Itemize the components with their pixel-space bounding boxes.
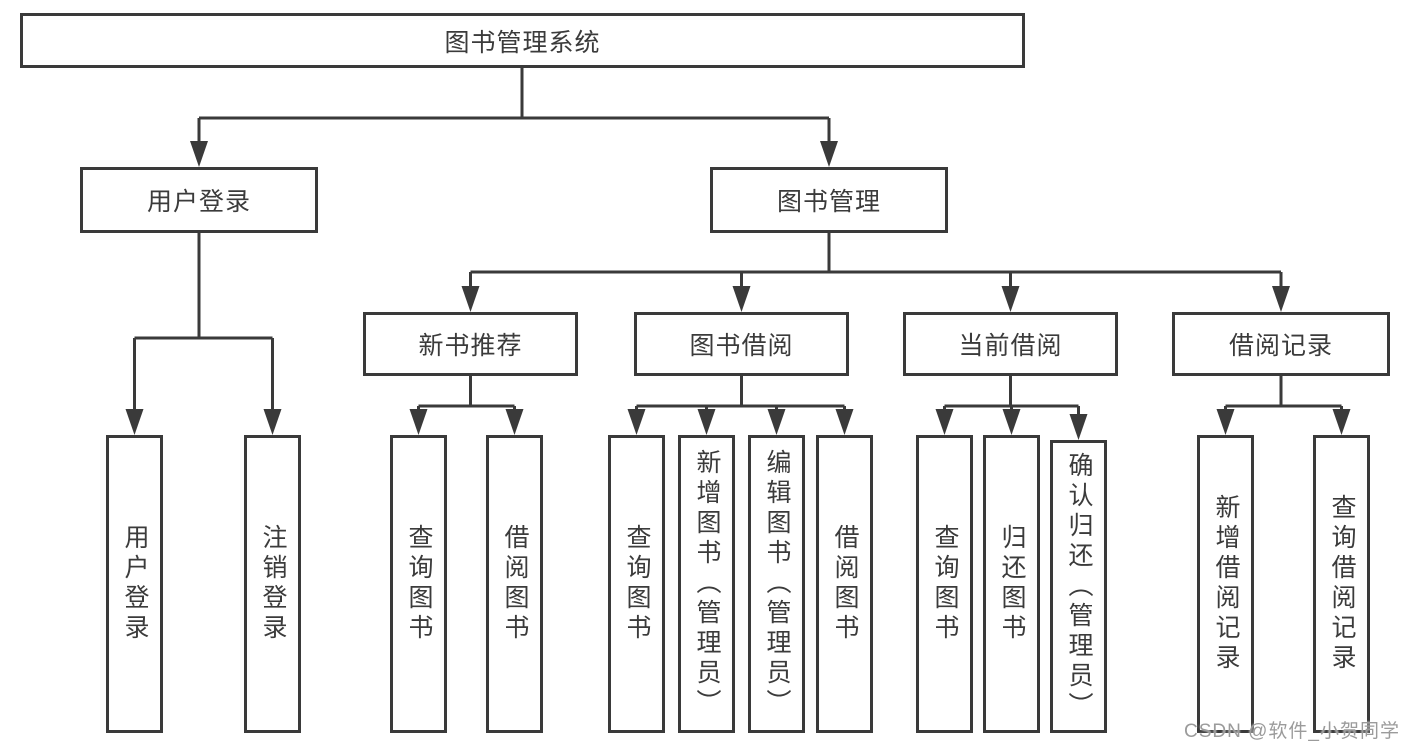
connector-bookborrow-to-leaves	[635, 376, 846, 410]
node-root: 图书管理系统	[20, 13, 1025, 68]
leaf-label: 查询图书	[931, 524, 959, 644]
leaf-edit-book-admin: 编辑图书（管理员）	[748, 435, 805, 733]
leaf-borrow-book-2: 借阅图书	[816, 435, 873, 733]
leaf-query-book-2: 查询图书	[608, 435, 665, 733]
connector-userlogin-to-leaves	[133, 233, 274, 410]
leaf-logout: 注销登录	[244, 435, 301, 733]
leaf-label: 注销登录	[259, 524, 287, 644]
node-book-borrow: 图书借阅	[634, 312, 849, 376]
connector-borrowrecord-to-leaves	[1224, 376, 1343, 410]
leaf-label: 查询借阅记录	[1328, 494, 1356, 674]
leaf-confirm-return-admin: 确认归还（管理员）	[1050, 440, 1107, 733]
leaf-label: 借阅图书	[501, 524, 529, 644]
connector-currentborrow-to-leaves	[943, 376, 1080, 415]
leaf-label: 查询图书	[623, 524, 651, 644]
leaf-borrow-book-1: 借阅图书	[486, 435, 543, 733]
leaf-label: 归还图书	[998, 524, 1026, 644]
leaf-add-borrow-record: 新增借阅记录	[1197, 435, 1254, 733]
watermark: CSDN @软件_小贺同学	[1184, 721, 1400, 742]
node-new-book-recommend: 新书推荐	[363, 312, 578, 376]
node-book-management: 图书管理	[710, 167, 948, 233]
node-current-borrow: 当前借阅	[903, 312, 1118, 376]
arrowheads	[125, 141, 1351, 440]
leaf-label: 确认归还（管理员）	[1065, 451, 1093, 722]
leaf-add-book-admin: 新增图书（管理员）	[678, 435, 735, 733]
leaf-label: 借阅图书	[831, 524, 859, 644]
leaf-label: 新增图书（管理员）	[693, 449, 721, 719]
leaf-return-book: 归还图书	[983, 435, 1040, 733]
leaf-user-login: 用户登录	[106, 435, 163, 733]
leaf-query-book-3: 查询图书	[916, 435, 973, 733]
connector-root-to-level2	[197, 68, 831, 142]
leaf-label: 编辑图书（管理员）	[763, 449, 791, 719]
leaf-query-borrow-record: 查询借阅记录	[1313, 435, 1370, 733]
node-user-login: 用户登录	[80, 167, 318, 233]
connector-newbook-to-leaves	[417, 376, 516, 410]
leaf-label: 新增借阅记录	[1212, 494, 1240, 674]
leaf-query-book-1: 查询图书	[390, 435, 447, 733]
leaf-label: 用户登录	[121, 524, 149, 644]
connector-bookmgmt-to-level3	[469, 233, 1283, 287]
node-borrow-record: 借阅记录	[1172, 312, 1390, 376]
leaf-label: 查询图书	[405, 524, 433, 644]
